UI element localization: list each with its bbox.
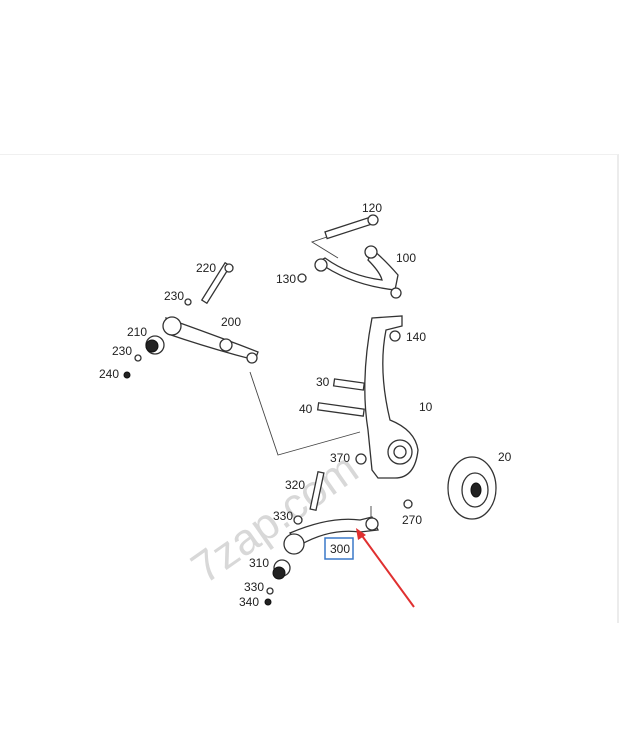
- bushing-210: [145, 335, 165, 355]
- label-140: 140: [406, 330, 426, 344]
- steering-knuckle-10: [364, 315, 419, 479]
- nut-140: [389, 330, 401, 342]
- leader-200: [249, 371, 361, 456]
- label-200: 200: [221, 315, 241, 329]
- label-310: 310: [249, 556, 269, 570]
- nut-240: [123, 371, 131, 379]
- diagram-frame: [0, 154, 619, 623]
- bolt-30: [332, 378, 366, 391]
- label-230: 230: [164, 289, 184, 303]
- label-10: 10: [419, 400, 433, 414]
- label-30: 30: [316, 375, 330, 389]
- part-370: [355, 453, 367, 465]
- bolt-120: [324, 214, 379, 240]
- bolt-40: [316, 402, 365, 417]
- upper-control-arm-100: [314, 245, 402, 299]
- bushing-310: [272, 559, 291, 580]
- label-320: 320: [285, 478, 305, 492]
- label-100: 100: [396, 251, 416, 265]
- bolt-320: [309, 471, 325, 511]
- washer-230-bottom: [134, 354, 142, 362]
- label-270: 270: [402, 513, 422, 527]
- highlight-box-300: [324, 537, 354, 560]
- label-240: 240: [99, 367, 119, 381]
- wheel-hub-20: [447, 456, 497, 520]
- control-arm-300[interactable]: [283, 506, 379, 555]
- label-340: 340: [239, 595, 259, 609]
- red-arrow: [356, 528, 415, 608]
- control-arm-200: [162, 316, 259, 364]
- label-130: 130: [276, 272, 296, 286]
- label-20: 20: [498, 450, 512, 464]
- label-220: 220: [196, 261, 216, 275]
- washer-330-top: [293, 515, 303, 525]
- label-330: 330: [273, 509, 293, 523]
- label-300[interactable]: 300: [330, 542, 350, 556]
- label-370: 370: [330, 451, 350, 465]
- nut-270: [403, 499, 413, 509]
- bolt-220: [200, 261, 234, 305]
- nut-130: [297, 273, 307, 283]
- label-210: 210: [127, 325, 147, 339]
- washer-230-top: [184, 298, 192, 306]
- nut-340: [264, 598, 272, 606]
- label-40: 40: [299, 402, 313, 416]
- label-120: 120: [362, 201, 382, 215]
- label-230: 230: [112, 344, 132, 358]
- label-330: 330: [244, 580, 264, 594]
- washer-330-bottom: [266, 587, 274, 595]
